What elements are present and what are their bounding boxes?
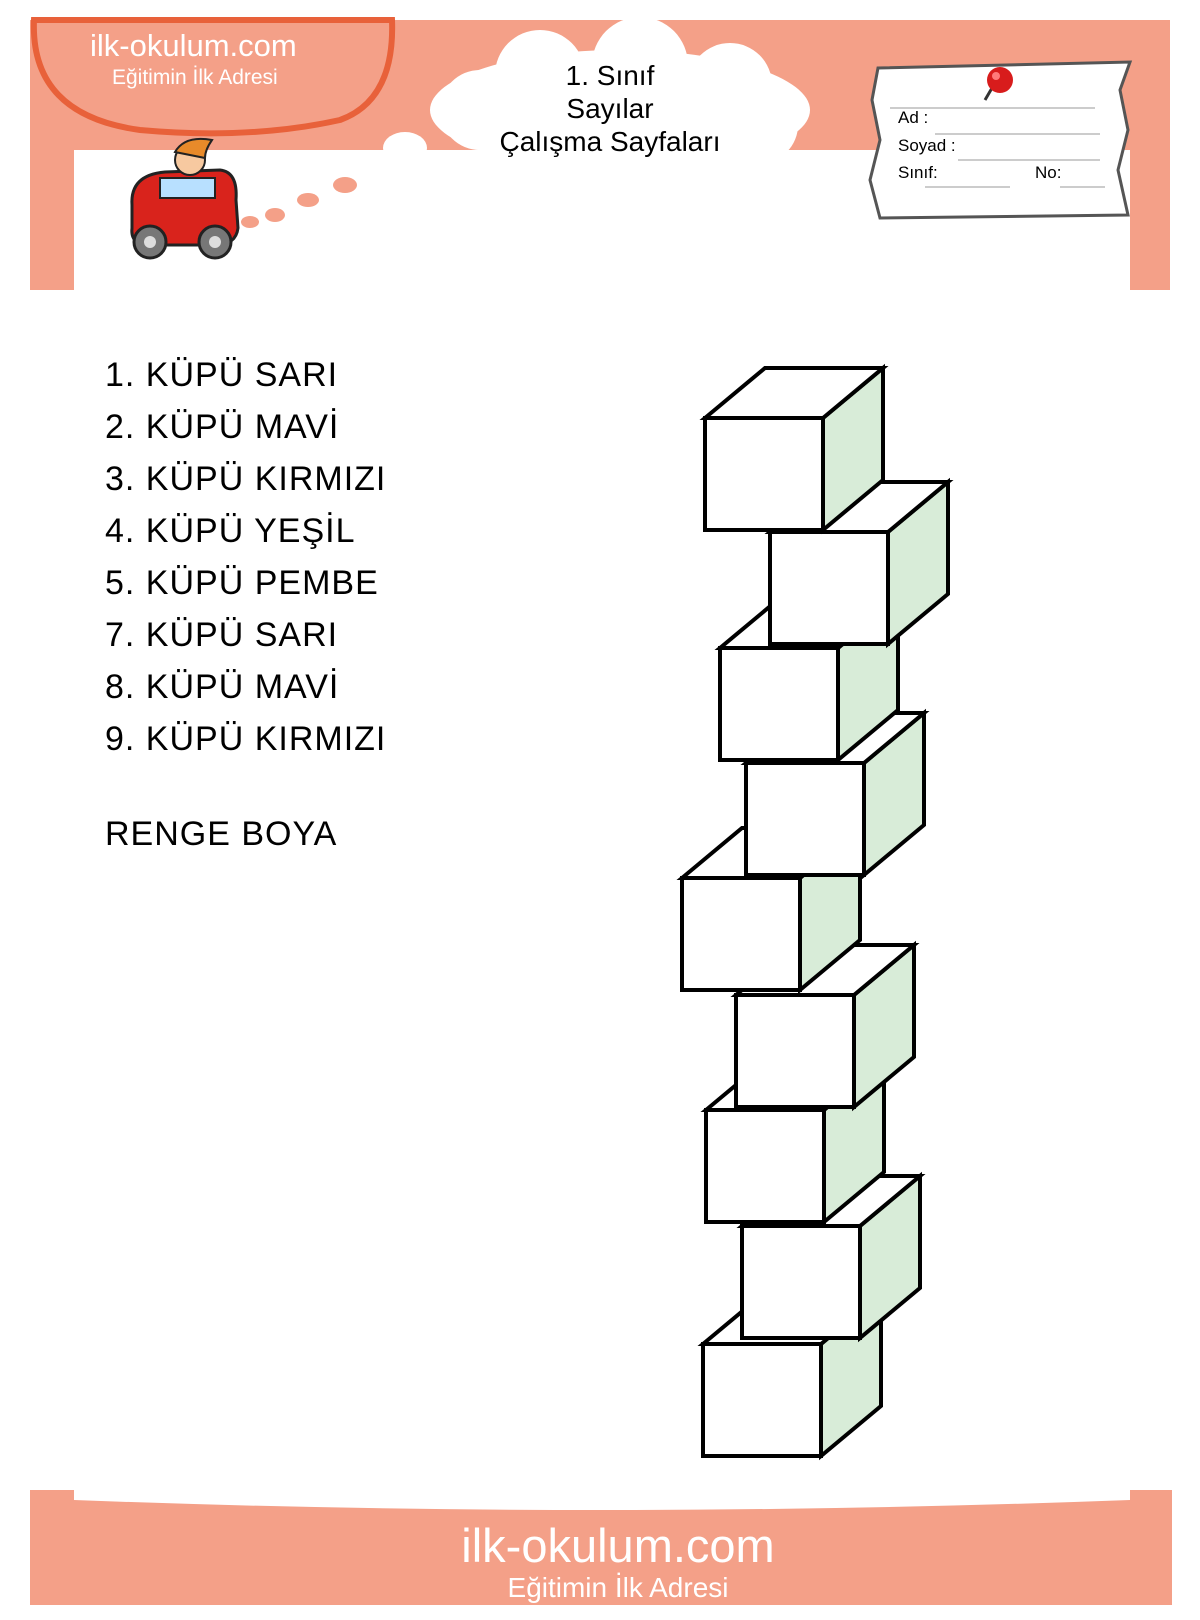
cube-front-face — [701, 1342, 823, 1458]
cube-front-face — [704, 1108, 826, 1224]
header-decoration — [30, 17, 1170, 295]
task-item: 5. KÜPÜ PEMBE — [105, 564, 379, 602]
footer-site-text: ilk-okulum.com — [461, 1519, 775, 1572]
cloud-grade-text: 1. Sınıf — [565, 60, 655, 91]
cube-front-face — [718, 646, 840, 762]
task-item: 8. KÜPÜ MAVİ — [105, 668, 340, 706]
cloud-subject-text: Sayılar — [566, 93, 654, 124]
logo-tagline-text: Eğitimin İlk Adresi — [112, 66, 278, 89]
cube-front-face — [703, 416, 825, 532]
task-item: 2. KÜPÜ MAVİ — [105, 408, 340, 446]
label-sinif: Sınıf: — [898, 163, 938, 182]
cube-front-face — [744, 761, 866, 877]
cube-front-face — [680, 876, 802, 992]
task-item: 3. KÜPÜ KIRMIZI — [105, 460, 387, 498]
task-item: 7. KÜPÜ SARI — [105, 616, 339, 654]
name-card — [868, 60, 1133, 220]
thought-cloud-icon — [241, 17, 810, 228]
cube-front-face — [734, 993, 856, 1109]
task-item: 4. KÜPÜ YEŞİL — [105, 512, 356, 550]
cube-front-face — [768, 530, 890, 646]
car-cartoon-icon — [130, 137, 240, 260]
cube-front-face — [740, 1224, 862, 1340]
push-pin-icon — [983, 67, 1013, 101]
logo-site-text: ilk-okulum.com — [90, 28, 297, 63]
task-item: 1. KÜPÜ SARI — [105, 356, 339, 394]
instruction-text: RENGE BOYA — [105, 815, 338, 853]
label-ad: Ad : — [898, 108, 929, 127]
footer-tagline-text: Eğitimin İlk Adresi — [507, 1572, 729, 1603]
logo-oval — [30, 17, 396, 137]
label-soyad: Soyad : — [898, 136, 956, 155]
cloud-worksheet-text: Çalışma Sayfaları — [499, 126, 721, 157]
footer-band — [30, 1490, 1172, 1605]
label-no: No: — [1035, 163, 1062, 182]
task-item: 9. KÜPÜ KIRMIZI — [105, 720, 387, 758]
